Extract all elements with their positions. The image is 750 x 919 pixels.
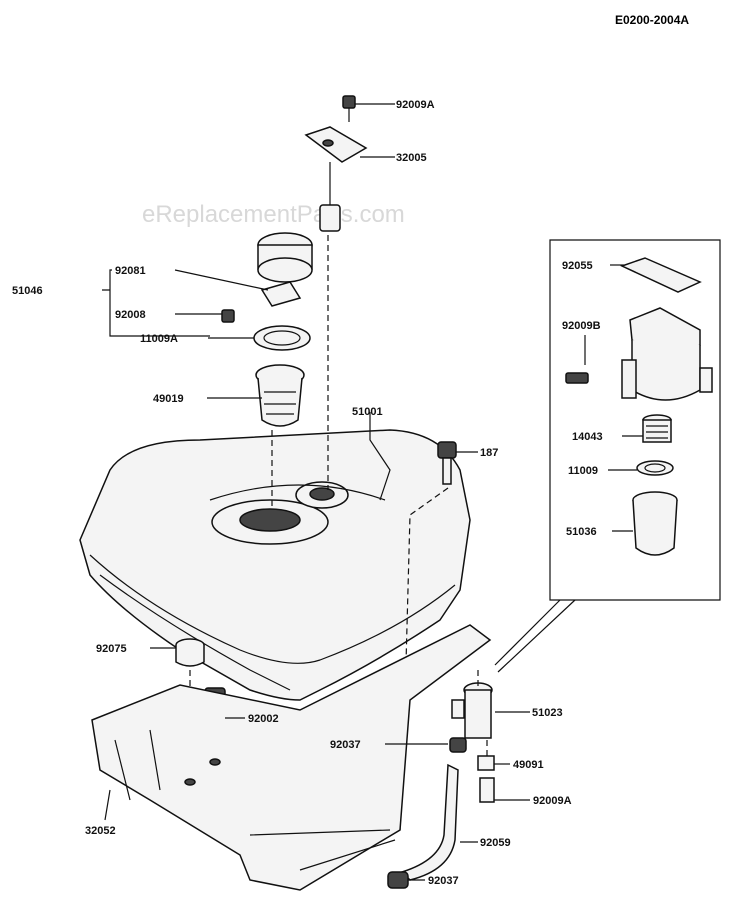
fuel-cock — [449, 670, 495, 803]
label-187: 187 — [480, 447, 498, 459]
label-92037-mid: 92037 — [330, 739, 361, 751]
label-51046: 51046 — [12, 285, 43, 297]
label-92009A-bottom: 92009A — [533, 795, 572, 807]
label-92002: 92002 — [248, 713, 279, 725]
label-92008: 92008 — [115, 309, 146, 321]
label-92037-bottom: 92037 — [428, 875, 459, 887]
fuel-gauge — [304, 95, 368, 490]
label-51023: 51023 — [532, 707, 563, 719]
watermark: eReplacementParts.com — [142, 201, 405, 228]
leader-lines — [102, 103, 643, 881]
label-11009A: 11009A — [140, 333, 178, 345]
label-32005: 32005 — [396, 152, 427, 164]
label-14043: 14043 — [572, 431, 603, 443]
label-51001: 51001 — [352, 406, 383, 418]
tank-bracket — [91, 624, 492, 891]
label-32052: 32052 — [85, 825, 116, 837]
diagram-code: E0200-2004A — [615, 13, 689, 27]
fuel-hose — [400, 763, 459, 881]
label-49091: 49091 — [513, 759, 544, 771]
label-11009: 11009 — [568, 465, 598, 477]
bolt-187 — [399, 441, 457, 831]
label-92075: 92075 — [96, 643, 127, 655]
label-49019: 49019 — [153, 393, 184, 405]
label-92055: 92055 — [562, 260, 593, 272]
rubber-plug — [175, 645, 205, 667]
label-92059: 92059 — [480, 837, 511, 849]
fuel-cock-detail — [494, 239, 721, 673]
hose-clamp-lower — [387, 871, 409, 889]
label-92009B: 92009B — [562, 320, 601, 332]
label-92081: 92081 — [115, 265, 146, 277]
fuel-tank — [79, 429, 471, 701]
label-51036: 51036 — [566, 526, 597, 538]
cap-assembly — [221, 232, 313, 510]
label-92009A-top: 92009A — [396, 99, 435, 111]
